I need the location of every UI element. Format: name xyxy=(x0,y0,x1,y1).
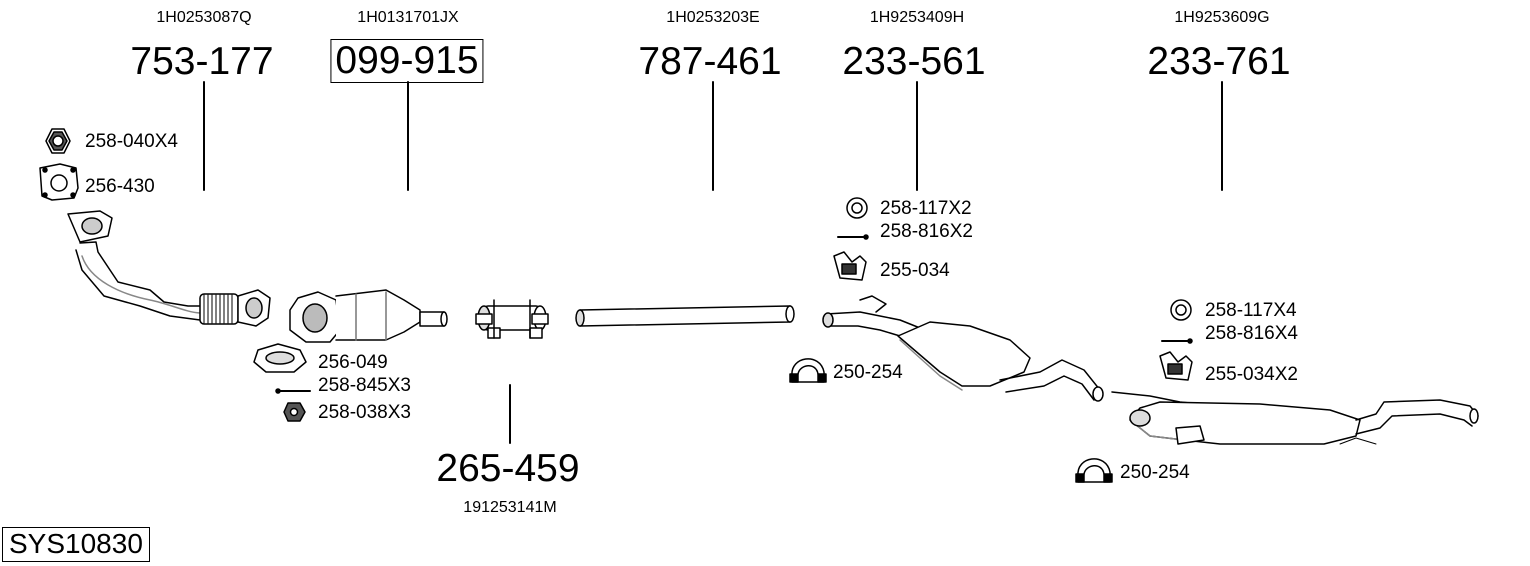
leader-lines xyxy=(203,81,1223,444)
system-id-box: SYS10830 xyxy=(2,527,150,562)
part-number-rear-silencer[interactable]: 233-761 xyxy=(1147,40,1291,83)
bolt-rear-icon xyxy=(1161,338,1193,344)
gasket-cat-icon xyxy=(253,343,307,373)
accessory-label-hanger-center[interactable]: 255-034 xyxy=(880,260,950,281)
accessory-label-bolt-cat[interactable]: 258-845X3 xyxy=(318,375,411,396)
part-number-center-silencer[interactable]: 233-561 xyxy=(842,40,986,83)
oe-number-clamp: 191253141M xyxy=(463,499,557,516)
bolt-center-icon xyxy=(837,234,869,240)
u-clamp-center-icon xyxy=(789,358,827,383)
sleeve-clamp-drawing xyxy=(475,299,549,339)
accessory-label-hanger-rear[interactable]: 255-034X2 xyxy=(1205,364,1298,385)
accessory-label-nut-cat[interactable]: 258-038X3 xyxy=(318,402,411,423)
accessory-label-gasket[interactable]: 256-430 xyxy=(85,176,155,197)
accessory-label-nut[interactable]: 258-040X4 xyxy=(85,131,178,152)
bolt-cat-icon xyxy=(275,388,311,394)
rear-silencer-drawing xyxy=(1111,391,1479,445)
ring-rear-icon xyxy=(1170,299,1192,321)
accessory-label-gasket-cat[interactable]: 256-049 xyxy=(318,352,388,373)
hex-nut-icon xyxy=(45,128,71,154)
part-number-catalyst[interactable]: 099-915 xyxy=(330,39,484,83)
hanger-center-icon xyxy=(833,251,867,281)
center-silencer-drawing xyxy=(822,295,1104,402)
accessory-label-clamp-center[interactable]: 250-254 xyxy=(833,362,903,383)
catalytic-converter-drawing xyxy=(289,289,448,343)
oe-number-rear-silencer: 1H9253609G xyxy=(1174,9,1270,26)
gasket-icon xyxy=(39,163,79,201)
oe-number-center-silencer: 1H9253409H xyxy=(869,9,965,26)
part-number-clamp[interactable]: 265-459 xyxy=(436,447,580,490)
oe-number-catalyst: 1H0131701JX xyxy=(357,9,459,26)
accessory-label-clamp-rear[interactable]: 250-254 xyxy=(1120,462,1190,483)
accessory-label-ring-center[interactable]: 258-117X2 xyxy=(880,198,972,219)
oe-number-front-pipe: 1H0253087Q xyxy=(156,9,252,26)
nut-cat-icon xyxy=(283,402,306,422)
part-number-center-pipe[interactable]: 787-461 xyxy=(638,40,782,83)
front-pipe-drawing xyxy=(67,210,271,327)
oe-number-center-pipe: 1H0253203E xyxy=(666,9,760,26)
u-clamp-rear-icon xyxy=(1075,458,1113,483)
center-pipe-drawing xyxy=(575,305,795,327)
accessory-label-bolt-rear[interactable]: 258-816X4 xyxy=(1205,323,1298,344)
accessory-label-ring-rear[interactable]: 258-117X4 xyxy=(1205,300,1297,321)
accessory-label-bolt-center[interactable]: 258-816X2 xyxy=(880,221,973,242)
ring-center-icon xyxy=(846,197,868,219)
part-number-front-pipe[interactable]: 753-177 xyxy=(130,40,274,83)
hanger-rear-icon xyxy=(1159,351,1193,381)
